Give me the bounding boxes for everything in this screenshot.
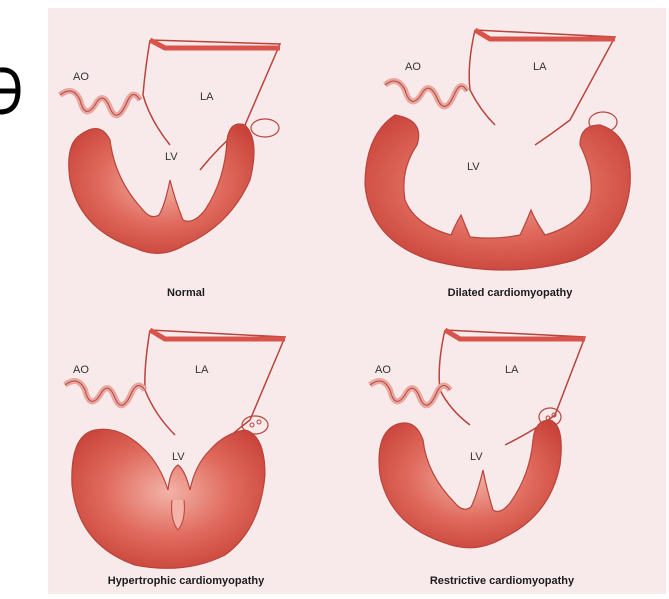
label-lv: LV	[165, 151, 178, 163]
cropped-glyph-edge	[0, 60, 22, 122]
heart-diagram-dilated: AO LA LV	[355, 25, 655, 280]
label-ao: AO	[73, 71, 89, 83]
label-ao: AO	[405, 61, 421, 73]
heart-diagram-normal: AO LA LV	[55, 30, 325, 280]
label-lv: LV	[470, 451, 483, 463]
caption-restrictive: Restrictive cardiomyopathy	[372, 575, 632, 587]
label-lv: LV	[467, 161, 480, 173]
caption-hypertrophic: Hypertrophic cardiomyopathy	[56, 575, 316, 587]
heart-diagram-restrictive: AO LA LV	[365, 325, 625, 570]
label-la: LA	[195, 364, 209, 376]
label-ao: AO	[375, 364, 391, 376]
heart-diagram-hypertrophic: AO LA LV	[60, 325, 330, 570]
caption-normal: Normal	[56, 287, 316, 299]
caption-dilated: Dilated cardiomyopathy	[380, 287, 640, 299]
label-ao: AO	[73, 364, 89, 376]
label-lv: LV	[172, 451, 185, 463]
label-la: LA	[200, 91, 214, 103]
label-la: LA	[505, 364, 519, 376]
label-la: LA	[533, 61, 547, 73]
